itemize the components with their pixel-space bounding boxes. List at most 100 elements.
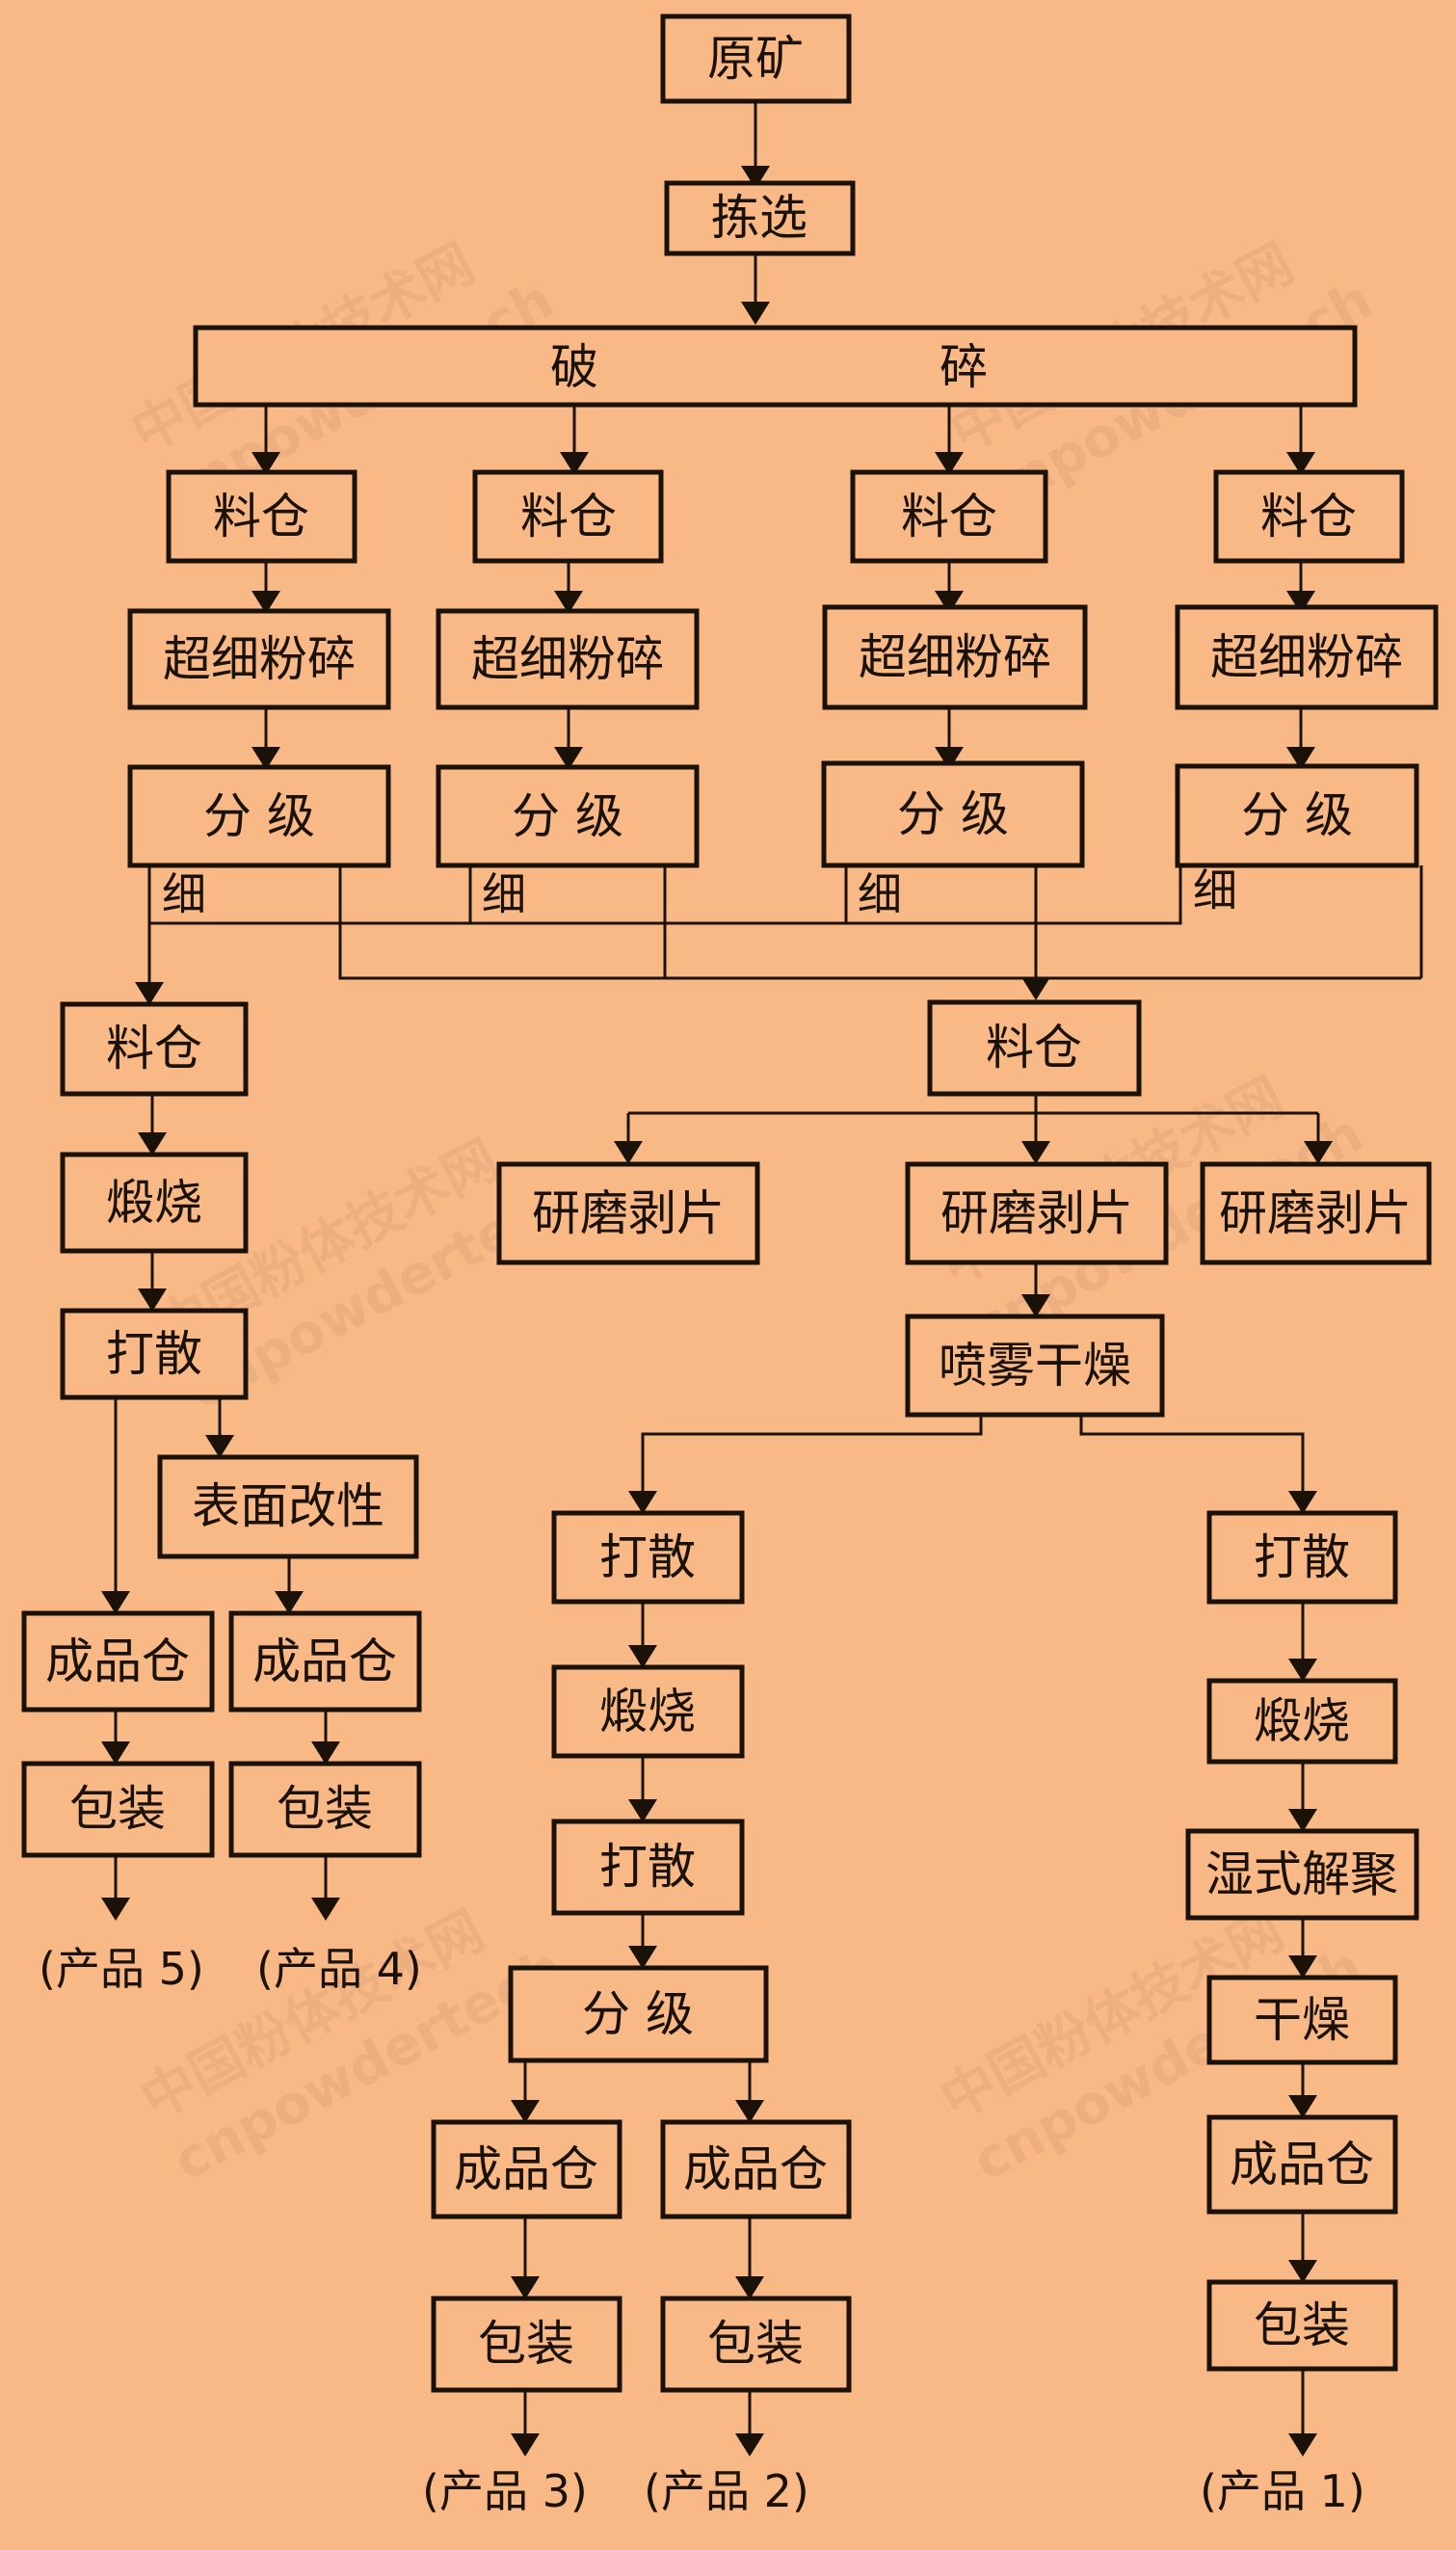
node-packing: 包装: [21, 1761, 215, 1858]
node-packing: 包装: [660, 2296, 852, 2393]
node-label: 表面改性: [192, 1478, 384, 1534]
node-silo: 料仓: [927, 999, 1142, 1097]
node-label: 煅烧: [599, 1684, 696, 1740]
product-5-label: (产品 5): [39, 1943, 204, 1995]
node-break-up: 打散: [551, 1819, 745, 1916]
node-break-up: 打散: [1206, 1510, 1398, 1605]
node-label: 成品仓: [454, 2141, 598, 2197]
spray-split-line: [1079, 1415, 1317, 1514]
node-crushing: 破 碎: [193, 325, 1358, 408]
node-spray-dry: 喷雾干燥: [905, 1314, 1165, 1418]
node-ultrafine: 超细粉碎: [822, 604, 1088, 710]
spray-split-line: [641, 1415, 983, 1511]
node-label: 打散: [599, 1839, 696, 1895]
node-label: 超细粉碎: [471, 631, 664, 687]
node-label: 研磨剥片: [532, 1185, 725, 1241]
node-label: 料仓: [213, 489, 309, 545]
node-surface-mod: 表面改性: [157, 1454, 419, 1559]
node-label: 超细粉碎: [859, 629, 1051, 685]
node-label: 原矿: [707, 31, 804, 87]
node-ultrafine: 超细粉碎: [1175, 604, 1439, 710]
node-grind-delam: 研磨剥片: [1200, 1161, 1432, 1265]
node-label: 分 级: [897, 786, 1009, 842]
product-1-label: (产品 1): [1200, 2465, 1365, 2517]
node-classify: 分 级: [508, 1965, 769, 2063]
coarse-collect-line: [338, 865, 1421, 980]
node-classify: 分 级: [436, 764, 700, 868]
node-wet-deagg: 湿式解聚: [1185, 1828, 1419, 1921]
node-silo: 料仓: [1213, 469, 1405, 564]
node-label: 分 级: [1241, 787, 1353, 843]
connectors: [101, 100, 1423, 2457]
fine-label: 细: [162, 868, 206, 920]
node-packing: 包装: [431, 2296, 622, 2393]
node-label: 煅烧: [106, 1175, 202, 1231]
node-label: 包装: [707, 2316, 804, 2372]
fine-label: 细: [482, 868, 526, 920]
product-3-label: (产品 3): [422, 2465, 588, 2517]
node-packing: 包装: [228, 1761, 422, 1858]
node-label: 超细粉碎: [163, 631, 356, 687]
node-label: 干燥: [1254, 1992, 1350, 2048]
node-label: 包装: [69, 1781, 166, 1837]
node-ultrafine: 超细粉碎: [127, 608, 391, 710]
node-calcine: 煅烧: [60, 1152, 249, 1254]
node-break-up: 打散: [551, 1510, 745, 1605]
node-ultrafine: 超细粉碎: [436, 608, 700, 710]
node-sorting: 拣选: [664, 180, 856, 256]
node-label: 打散: [1254, 1529, 1350, 1585]
node-label: 料仓: [1260, 489, 1357, 545]
node-label: 超细粉碎: [1210, 629, 1403, 685]
node-ore: 原矿: [660, 13, 852, 104]
product-4-label: (产品 4): [256, 1943, 422, 1995]
node-grind-delam: 研磨剥片: [496, 1161, 760, 1265]
node-product-silo: 成品仓: [431, 2119, 622, 2219]
node-silo: 料仓: [472, 469, 664, 564]
node-classify: 分 级: [127, 764, 391, 868]
node-product-silo: 成品仓: [1206, 2114, 1398, 2215]
node-label: 料仓: [901, 489, 997, 545]
node-label: 煅烧: [1254, 1693, 1350, 1749]
node-packing: 包装: [1206, 2279, 1398, 2372]
node-label: 破: [550, 339, 598, 395]
node-label: 喷雾干燥: [939, 1338, 1131, 1394]
node-label: 拣选: [711, 190, 807, 246]
fine-label: 细: [1193, 864, 1237, 916]
node-classify: 分 级: [1175, 763, 1419, 868]
node-label: 成品仓: [45, 1634, 190, 1689]
node-dry: 干燥: [1206, 1975, 1398, 2065]
node-label: 料仓: [520, 489, 617, 545]
node-label: 打散: [599, 1529, 696, 1585]
node-label: 成品仓: [1230, 2137, 1374, 2192]
node-grind-delam: 研磨剥片: [905, 1161, 1169, 1265]
node-label: 包装: [1254, 2298, 1350, 2353]
node-calcine: 煅烧: [1206, 1678, 1398, 1765]
node-label: 包装: [277, 1781, 373, 1837]
node-label: 料仓: [986, 1020, 1082, 1076]
node-product-silo: 成品仓: [660, 2119, 852, 2219]
node-label: 成品仓: [252, 1634, 397, 1689]
node-label: 料仓: [106, 1021, 202, 1076]
node-label: 碎: [940, 339, 988, 395]
node-label: 成品仓: [683, 2141, 828, 2197]
node-silo: 料仓: [850, 469, 1048, 564]
product-2-label: (产品 2): [644, 2465, 809, 2517]
node-label: 包装: [478, 2316, 574, 2372]
node-label: 研磨剥片: [1219, 1185, 1412, 1241]
node-classify: 分 级: [821, 760, 1085, 868]
node-label: 分 级: [203, 788, 315, 844]
fine-label: 细: [858, 868, 902, 920]
node-label: 分 级: [512, 788, 623, 844]
node-product-silo: 成品仓: [228, 1610, 422, 1713]
node-calcine: 煅烧: [551, 1664, 745, 1759]
node-label: 分 级: [582, 1986, 694, 2042]
nodes: 原矿 拣选 破 碎 料仓 料仓 料仓 料仓 超细粉碎 超细粉碎 超细粉碎 超细粉…: [21, 13, 1439, 2517]
node-product-silo: 成品仓: [21, 1610, 215, 1713]
node-silo: 料仓: [166, 469, 357, 564]
node-label: 打散: [106, 1326, 202, 1382]
node-silo: 料仓: [60, 1001, 249, 1097]
node-label: 湿式解聚: [1205, 1846, 1398, 1902]
node-label: 研磨剥片: [940, 1185, 1133, 1241]
node-break-up: 打散: [60, 1308, 249, 1400]
